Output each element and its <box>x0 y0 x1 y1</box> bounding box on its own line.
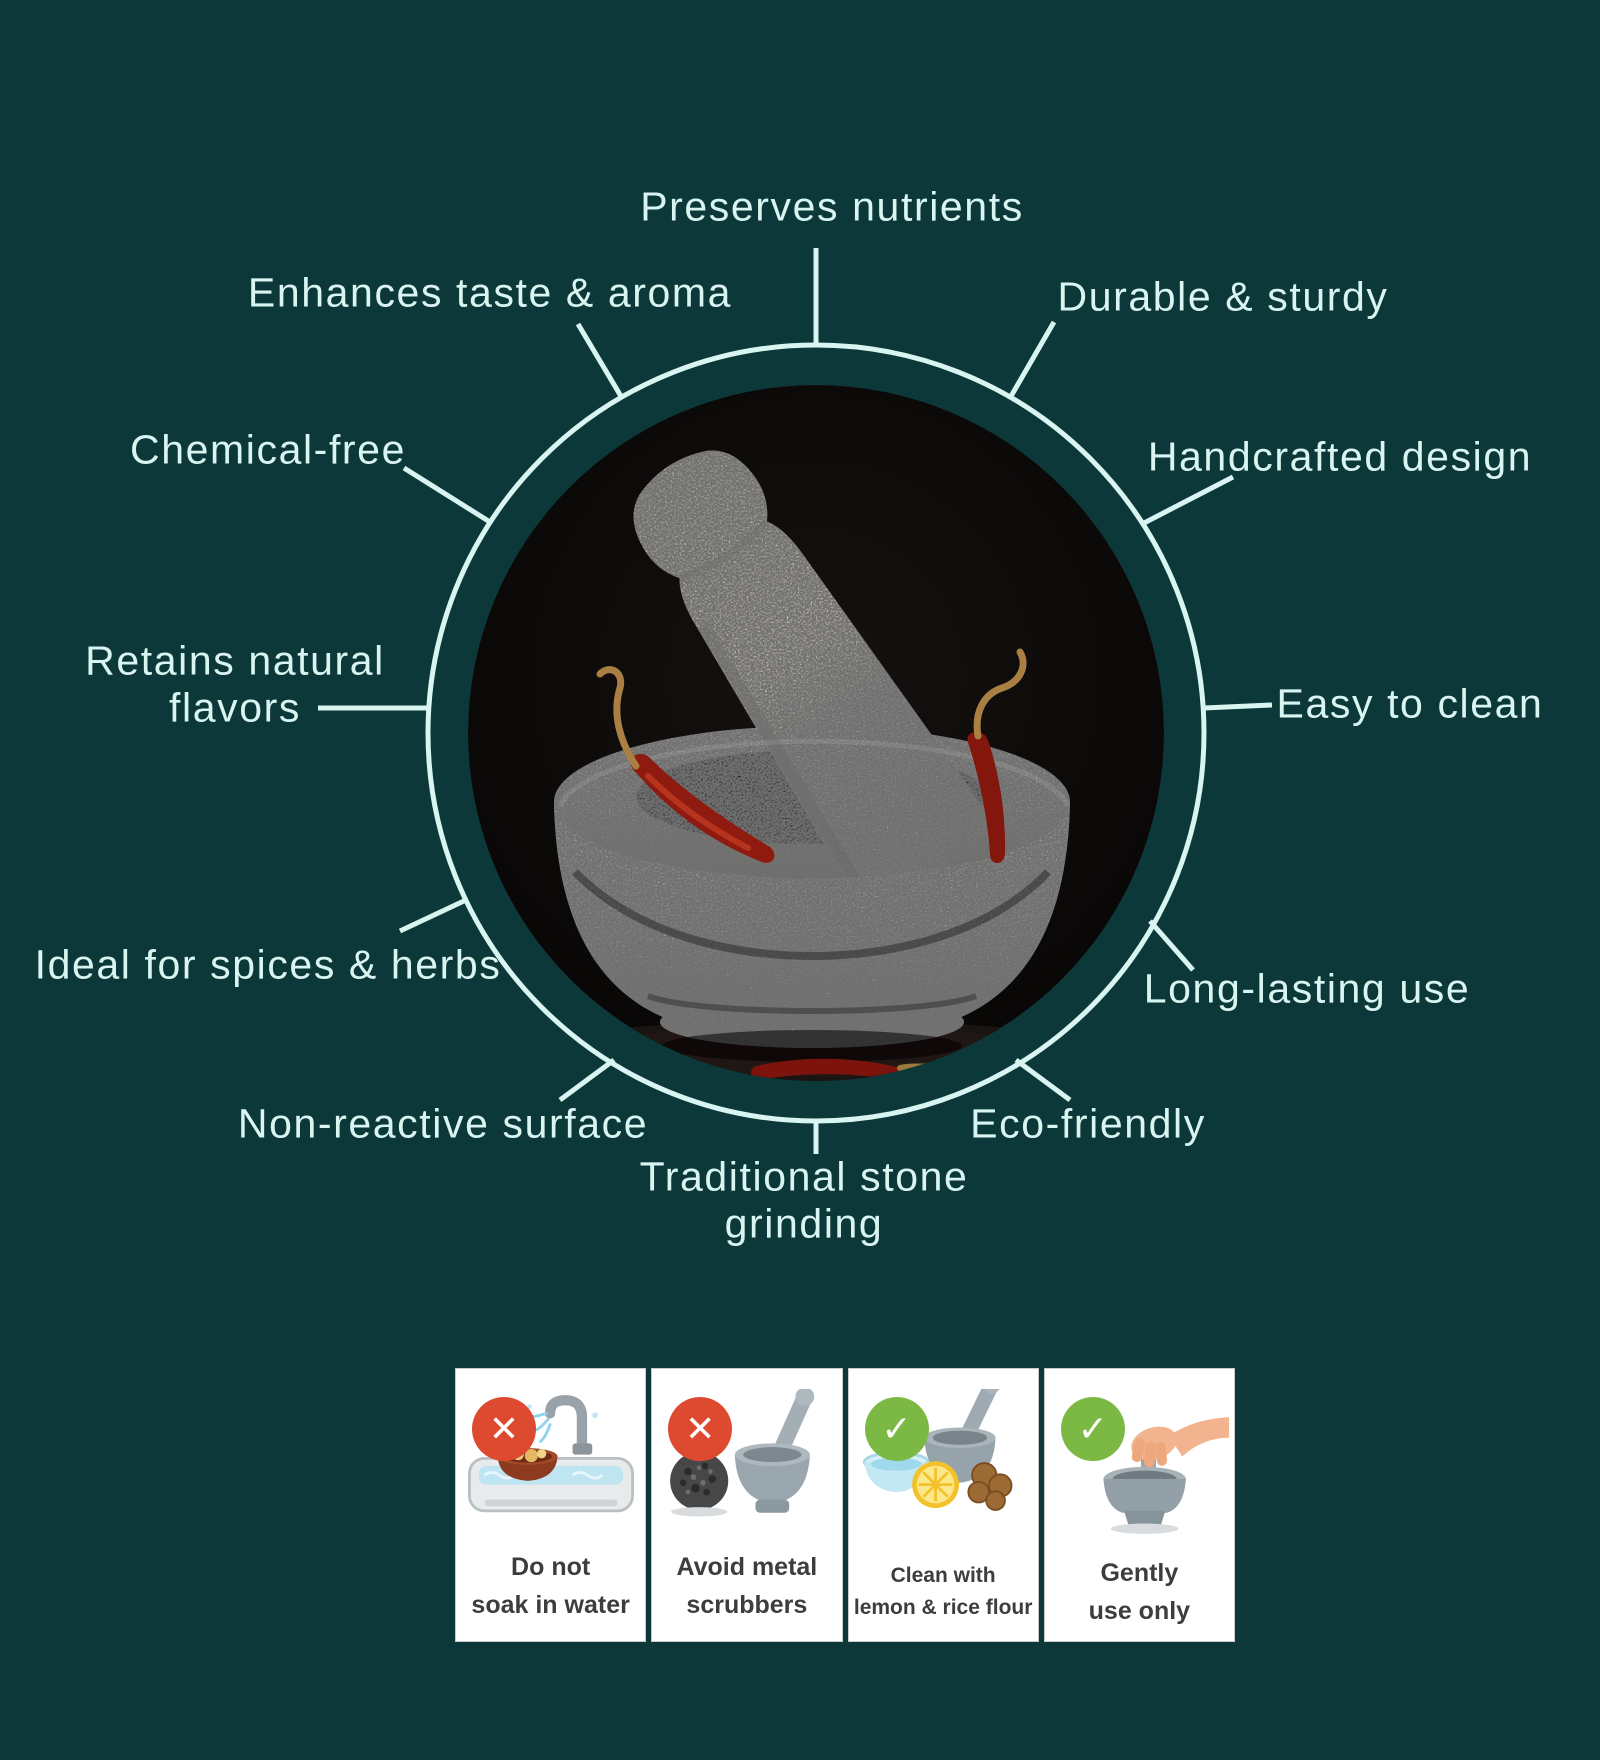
care-card-avoid-scrubbers: ✕ <box>651 1368 843 1642</box>
cross-glyph: ✕ <box>685 1408 716 1449</box>
connector-eco-friendly <box>1014 1057 1072 1103</box>
mortar-bowl <box>554 802 1070 1042</box>
dried-red-chilies <box>596 648 1027 1081</box>
check-glyph: ✓ <box>881 1408 912 1449</box>
feature-label-chemical-free: Chemical-free <box>130 426 406 473</box>
feature-label-handcrafted-design: Handcrafted design <box>1147 433 1533 480</box>
bowl-soaking-in-sink-illustration <box>468 1395 634 1513</box>
care-card-caption: Avoid metal scrubbers <box>676 1552 818 1620</box>
hand-using-mortar-illustration <box>1103 1417 1229 1534</box>
connector-non-reactive <box>558 1057 616 1103</box>
check-glyph: ✓ <box>1077 1408 1108 1449</box>
feature-label-long-lasting-use: Long-lasting use <box>1143 965 1471 1012</box>
allowed-icon: ✓ <box>1060 1397 1125 1461</box>
care-card-gentle-use: ✓ Gently use only <box>1043 1368 1235 1642</box>
connector-durable-sturdy <box>1007 320 1057 400</box>
feature-label-enhances-taste: Enhances taste & aroma <box>247 269 733 316</box>
granite-stoneware <box>554 450 1070 1048</box>
metal-scrubber-illustration <box>670 1389 815 1517</box>
connector-lines <box>318 248 1273 1154</box>
feature-label-durable-sturdy: Durable & sturdy <box>1057 273 1389 320</box>
feature-label-ideal-spices-herbs: Ideal for spices & herbs <box>34 941 502 988</box>
feature-label-easy-to-clean: Easy to clean <box>1276 680 1544 727</box>
connector-chemical-free <box>402 465 492 525</box>
connector-long-lasting <box>1148 919 1195 972</box>
feature-label-eco-friendly: Eco-friendly <box>970 1100 1206 1147</box>
care-card-caption: Clean with lemon & rice flour <box>853 1563 1033 1620</box>
not-allowed-icon: ✕ <box>472 1397 536 1461</box>
feature-label-non-reactive-surface: Non-reactive surface <box>237 1100 649 1147</box>
care-card-caption: Do not soak in water <box>471 1552 630 1620</box>
care-instruction-cards: ✕ Do not soak in water <box>455 1368 1235 1642</box>
not-allowed-icon: ✕ <box>668 1397 733 1461</box>
connector-handcrafted-design <box>1142 474 1235 526</box>
feature-label-preserves-nutrients: Preserves nutrients <box>640 183 1024 230</box>
connector-enhances-taste <box>575 322 625 400</box>
connector-easy-to-clean <box>1203 702 1273 711</box>
pestle <box>633 450 992 909</box>
care-card-clean-lemon-rice-flour: ✓ <box>847 1368 1039 1642</box>
care-card-caption: Gently use only <box>1088 1558 1191 1626</box>
allowed-icon: ✓ <box>864 1397 929 1461</box>
feature-label-retains-flavors: Retains natural flavors <box>85 637 385 730</box>
mortar-lemon-walnuts-illustration <box>862 1389 1012 1511</box>
center-product-photo <box>468 385 1164 1081</box>
care-card-do-not-soak: ✕ Do not soak in water <box>455 1368 647 1642</box>
feature-label-traditional-grinding: Traditional stone grinding <box>639 1153 969 1246</box>
cross-glyph: ✕ <box>488 1408 520 1449</box>
connector-ideal-spices <box>398 897 468 934</box>
